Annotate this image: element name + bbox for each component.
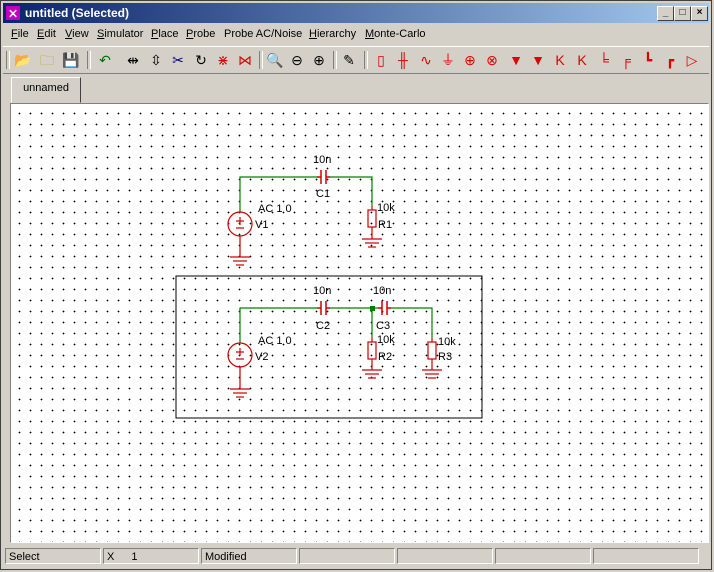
opamp-icon[interactable]: ▷ bbox=[686, 52, 698, 68]
menu-hierarchy[interactable]: Hierarchy bbox=[309, 28, 357, 40]
mirror-vertical-icon[interactable]: ⇳ bbox=[150, 52, 162, 68]
coord-value: 1 bbox=[131, 551, 138, 563]
cut-icon[interactable]: ✂ bbox=[172, 52, 184, 68]
menu-bar: File Edit View Simulator Place Probe Pro… bbox=[3, 25, 709, 45]
resistor-r1[interactable] bbox=[362, 206, 382, 248]
menu-monte-carlo[interactable]: Monte-Carlo bbox=[365, 28, 426, 40]
status-empty-2 bbox=[397, 548, 493, 564]
toolbar-separator bbox=[364, 51, 368, 69]
wire bbox=[239, 176, 317, 212]
status-empty-4 bbox=[593, 548, 699, 564]
resistor-r3[interactable] bbox=[422, 338, 442, 379]
schematic-canvas[interactable]: 10n C1 10k R1 bbox=[10, 103, 709, 543]
toolbar: 📂 🗀 💾 ↶ ⇹ ⇳ ✂ ↻ ⋇ ⋈ 🔍 ⊖ ⊕ ✎ ▯ ╫ ∿ ⏚ ⊕ ⊗ … bbox=[3, 46, 709, 74]
pjfet-icon[interactable]: ┏ bbox=[665, 52, 675, 68]
capacitor-c3[interactable] bbox=[378, 301, 391, 315]
open-folder-icon[interactable]: 📂 bbox=[14, 52, 32, 68]
new-file-icon[interactable]: 🗀 bbox=[40, 52, 54, 68]
zoom-in-icon[interactable]: ⊕ bbox=[313, 52, 325, 68]
menu-probe-ac-noise[interactable]: Probe AC/Noise bbox=[224, 28, 303, 40]
capacitor-c1[interactable] bbox=[317, 170, 330, 184]
zoom-fit-icon[interactable]: 🔍 bbox=[266, 52, 284, 68]
pnp-transistor-icon[interactable]: K bbox=[577, 52, 587, 68]
schematic-drawing: 10n C1 10k R1 bbox=[175, 154, 483, 419]
selection-box[interactable] bbox=[175, 275, 483, 419]
c2-value: 10n bbox=[313, 285, 331, 297]
v1-name: V1 bbox=[255, 219, 268, 231]
r1-name: R1 bbox=[378, 219, 392, 231]
pencil-wire-icon[interactable]: ✎ bbox=[343, 52, 355, 68]
r3-value: 10k bbox=[438, 336, 456, 348]
status-empty-3 bbox=[495, 548, 591, 564]
delete-wire-icon[interactable]: ⋇ bbox=[217, 52, 229, 68]
wire bbox=[391, 307, 433, 338]
capacitor-c2[interactable] bbox=[317, 301, 330, 315]
status-modified: Modified bbox=[201, 548, 297, 564]
title-bar[interactable]: ⨯ untitled (Selected) _ □ × bbox=[3, 3, 709, 23]
r2-name: R2 bbox=[378, 351, 392, 363]
status-empty-1 bbox=[299, 548, 395, 564]
undo-icon[interactable]: ↶ bbox=[99, 52, 111, 68]
maximize-button[interactable]: □ bbox=[674, 6, 691, 21]
menu-probe[interactable]: Probe bbox=[186, 28, 216, 40]
circuit-top: 10n C1 10k R1 bbox=[227, 154, 395, 266]
menu-view[interactable]: View bbox=[65, 28, 89, 40]
current-source-icon[interactable]: ⊗ bbox=[486, 52, 498, 68]
npn-transistor-icon[interactable]: K bbox=[555, 52, 565, 68]
save-icon[interactable]: 💾 bbox=[62, 52, 80, 68]
voltage-source-v1[interactable] bbox=[227, 211, 253, 266]
window-title: untitled (Selected) bbox=[25, 6, 130, 20]
toolbar-separator bbox=[87, 51, 91, 69]
r1-value: 10k bbox=[377, 202, 395, 214]
zoom-out-icon[interactable]: ⊖ bbox=[291, 52, 303, 68]
c3-name: C3 bbox=[376, 320, 390, 332]
rotate-icon[interactable]: ↻ bbox=[195, 52, 207, 68]
r3-name: R3 bbox=[438, 351, 452, 363]
wire bbox=[239, 307, 317, 343]
inductor-icon[interactable]: ∿ bbox=[420, 52, 432, 68]
tab-unnamed[interactable]: unnamed bbox=[11, 77, 81, 103]
document-tabs: unnamed bbox=[3, 73, 709, 103]
circuit-bottom: 10n C2 10n C3 10k bbox=[227, 285, 456, 398]
toolbar-separator bbox=[333, 51, 337, 69]
voltage-source-v2[interactable] bbox=[227, 342, 253, 398]
voltage-source-icon[interactable]: ⊕ bbox=[464, 52, 476, 68]
status-bar: Select X 1 Modified bbox=[3, 546, 709, 567]
ground-icon[interactable]: ⏚ bbox=[441, 52, 455, 68]
c2-name: C2 bbox=[316, 320, 330, 332]
menu-simulator[interactable]: Simulator bbox=[97, 28, 144, 40]
pmos-icon[interactable]: ╒ bbox=[621, 52, 631, 68]
capacitor-icon[interactable]: ╫ bbox=[398, 52, 408, 68]
menu-place[interactable]: Place bbox=[151, 28, 179, 40]
diode-icon[interactable]: ▼ bbox=[509, 52, 523, 68]
c1-name: C1 bbox=[316, 188, 330, 200]
junction-dot bbox=[370, 306, 375, 311]
spice-icon: ⨯ bbox=[6, 6, 20, 20]
v1-value: AC 1 0 bbox=[258, 203, 292, 215]
c3-value: 10n bbox=[373, 285, 391, 297]
v2-value: AC 1 0 bbox=[258, 335, 292, 347]
wire bbox=[330, 176, 373, 206]
status-coordinates: X 1 bbox=[103, 548, 199, 564]
close-button[interactable]: × bbox=[691, 6, 708, 21]
r2-value: 10k bbox=[377, 334, 395, 346]
delete-net-icon[interactable]: ⋈ bbox=[238, 52, 252, 68]
toolbar-separator bbox=[6, 51, 10, 69]
menu-file[interactable]: File bbox=[11, 28, 29, 40]
menu-edit[interactable]: Edit bbox=[37, 28, 56, 40]
mirror-horizontal-icon[interactable]: ⇹ bbox=[127, 52, 139, 68]
nmos-icon[interactable]: ╘ bbox=[599, 52, 609, 68]
status-mode: Select bbox=[5, 548, 101, 564]
coord-label: X bbox=[107, 551, 115, 563]
resistor-icon[interactable]: ▯ bbox=[377, 52, 385, 68]
zener-icon[interactable]: ▼ bbox=[531, 52, 545, 68]
resistor-r2[interactable] bbox=[362, 338, 382, 379]
toolbar-separator bbox=[259, 51, 263, 69]
v2-name: V2 bbox=[255, 351, 268, 363]
njfet-icon[interactable]: ┗ bbox=[643, 52, 653, 68]
c1-value: 10n bbox=[313, 154, 331, 166]
minimize-button[interactable]: _ bbox=[657, 6, 674, 21]
